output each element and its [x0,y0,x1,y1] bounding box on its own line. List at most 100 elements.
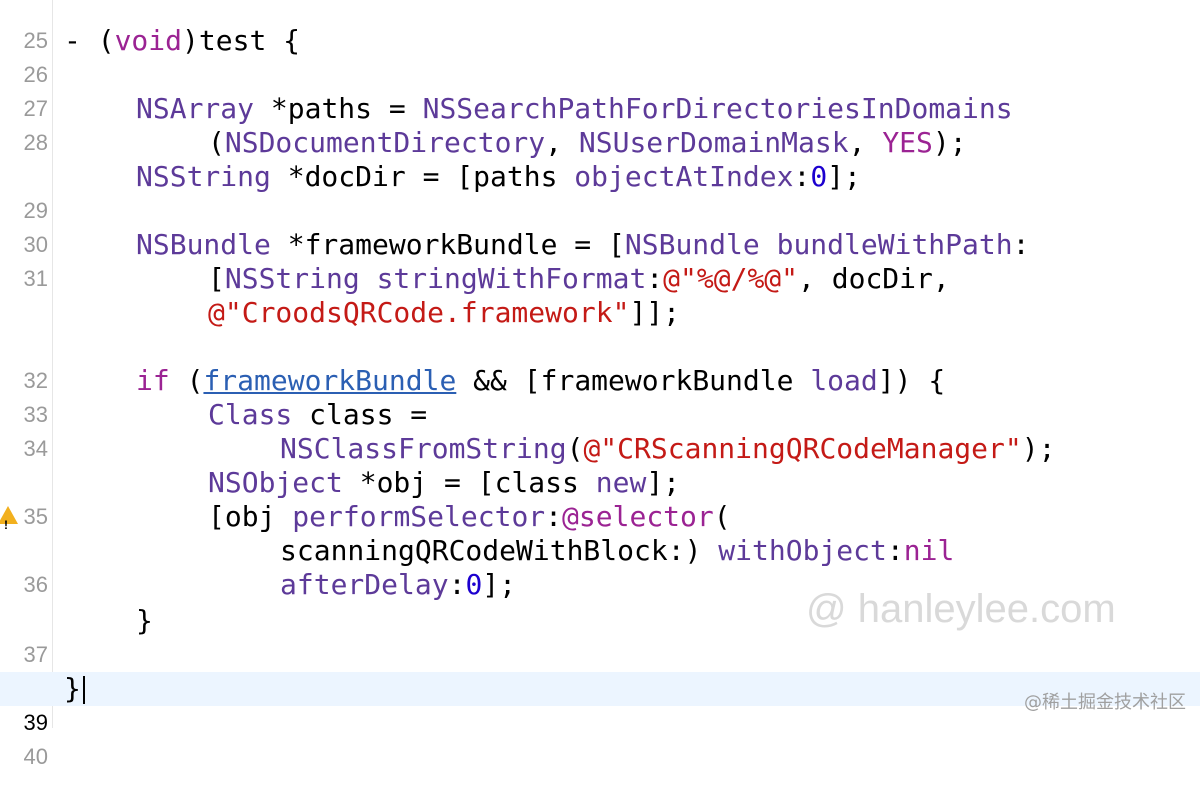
code-token: *docDir = [paths [270,160,575,193]
code-token: , docDir, [798,262,950,295]
line-number: 32 [23,368,48,393]
code-token: nil [903,534,955,567]
line-number: 30 [23,232,48,257]
code-token: @selector [562,500,714,533]
code-text: NSClassFromString(@"CRScanningQRCodeMana… [280,432,1055,466]
code-token: [ [208,262,225,295]
code-token: ]; [827,160,861,193]
code-line[interactable]: 40 [0,706,1200,769]
code-line-current[interactable]: 39 } [0,672,1200,735]
code-token: ); [1021,432,1056,465]
code-line[interactable]: 25 [0,0,1200,53]
code-token: ]; [482,568,517,601]
code-token: @"CRScanningQRCodeManager" [583,432,1022,465]
code-token: : [646,262,664,295]
code-token: performSelector [292,500,546,533]
code-token: [obj [208,500,293,533]
code-line[interactable]: 29 NSString *docDir = [paths objectAtInd… [0,160,1200,223]
warning-icon[interactable] [0,506,18,542]
line-number: 34 [23,436,48,461]
code-token: : [448,568,466,601]
code-text: @"CroodsQRCode.framework"]]; [208,296,680,330]
code-token: ( [713,500,731,533]
code-line[interactable]: 38 [0,638,1200,701]
code-token: void [114,24,183,57]
code-line[interactable]: 35 NSObject *obj = [class new]; [0,466,1200,529]
code-line[interactable]: 33 if (frameworkBundle && [frameworkBund… [0,364,1200,427]
code-line[interactable]: NSClassFromString(@"CRScanningQRCodeMana… [0,432,1200,466]
code-line[interactable]: 32 [0,330,1200,393]
code-token: new [595,466,647,499]
code-token: @"CroodsQRCode.framework" [208,296,630,329]
code-token: bundleWithPath [776,228,1013,261]
code-token: NSObject [208,466,343,499]
code-token: ); [932,126,967,159]
code-text: afterDelay:0]; [280,568,516,602]
code-token: load [810,364,878,397]
line-number: 31 [23,266,48,291]
line-number: 40 [23,744,48,769]
code-text: [NSString stringWithFormat:@"%@/%@", doc… [208,262,950,296]
code-token [760,228,777,261]
code-token: YES [882,126,933,159]
code-token: NSBundle [136,228,271,261]
code-text: NSBundle *frameworkBundle = [NSBundle bu… [136,228,1029,262]
code-line[interactable]: 31 NSBundle *frameworkBundle = [NSBundle… [0,228,1200,291]
code-token: NSArray [136,92,255,125]
text-caret [82,676,85,704]
line-number: 28 [23,130,48,155]
code-token: ( [169,364,204,397]
code-text: NSString *docDir = [paths objectAtIndex:… [136,160,861,194]
code-token: } [64,672,81,705]
site-watermark: @稀土掘金技术社区 [1024,692,1186,713]
code-line[interactable]: 28 NSArray *paths = NSSearchPathForDirec… [0,92,1200,155]
code-text: } [136,604,153,638]
code-token: ( [566,432,584,465]
code-line[interactable]: 30 [0,194,1200,257]
code-line[interactable]: 36 [obj performSelector:@selector( [0,500,1200,597]
code-token: , [545,126,579,159]
code-token: ]]; [629,296,681,329]
code-token: : [545,500,563,533]
code-text: Class class = [208,398,427,432]
line-number: 33 [23,402,48,427]
code-token: NSDocumentDirectory [224,126,546,159]
line-number: 36 [23,572,48,597]
code-line[interactable]: (NSDocumentDirectory, NSUserDomainMask, … [0,126,1200,160]
code-line[interactable]: 34 Class class = [0,398,1200,461]
line-number: 25 [23,28,48,53]
code-token: stringWithFormat [376,262,647,295]
code-line[interactable]: @"CroodsQRCode.framework"]]; [0,296,1200,330]
code-token: afterDelay [280,568,449,601]
code-token: ( [208,126,225,159]
code-token: 0 [810,160,828,193]
code-token: scanningQRCodeWithBlock:) [280,534,719,567]
code-token: *obj = [class [342,466,596,499]
code-text: NSObject *obj = [class new]; [208,466,680,500]
code-token: class = [292,398,428,431]
variable-link[interactable]: frameworkBundle [203,364,457,397]
code-line[interactable]: [NSString stringWithFormat:@"%@/%@", doc… [0,262,1200,296]
code-token: *paths = [254,92,423,125]
code-token: NSUserDomainMask [578,126,849,159]
code-line[interactable]: 26 - (void)test { [0,24,1200,87]
code-line[interactable]: scanningQRCodeWithBlock:) withObject:nil [0,534,1200,568]
code-line[interactable]: 27 [0,58,1200,121]
code-text: (NSDocumentDirectory, NSUserDomainMask, … [208,126,967,160]
code-text: scanningQRCodeWithBlock:) withObject:nil [280,534,954,568]
code-token: : [886,534,904,567]
code-token: NSString [224,262,360,295]
code-token: NSSearchPathForDirectoriesInDomains [422,92,1013,125]
code-token: } [136,604,153,637]
code-token: NSString [136,160,271,193]
line-number: 37 [23,642,48,667]
line-number: 29 [23,198,48,223]
code-line[interactable]: afterDelay:0]; [0,568,1200,602]
code-text: NSArray *paths = NSSearchPathForDirector… [136,92,1013,126]
code-text: if (frameworkBundle && [frameworkBundle … [136,364,945,398]
code-editor[interactable]: 25 26 - (void)test { 27 28 NSArray *path… [0,0,1200,769]
code-token: )test { [182,24,301,57]
code-token: 0 [465,568,483,601]
line-number: 35 [23,504,48,529]
code-line[interactable]: 37 } [0,604,1200,667]
